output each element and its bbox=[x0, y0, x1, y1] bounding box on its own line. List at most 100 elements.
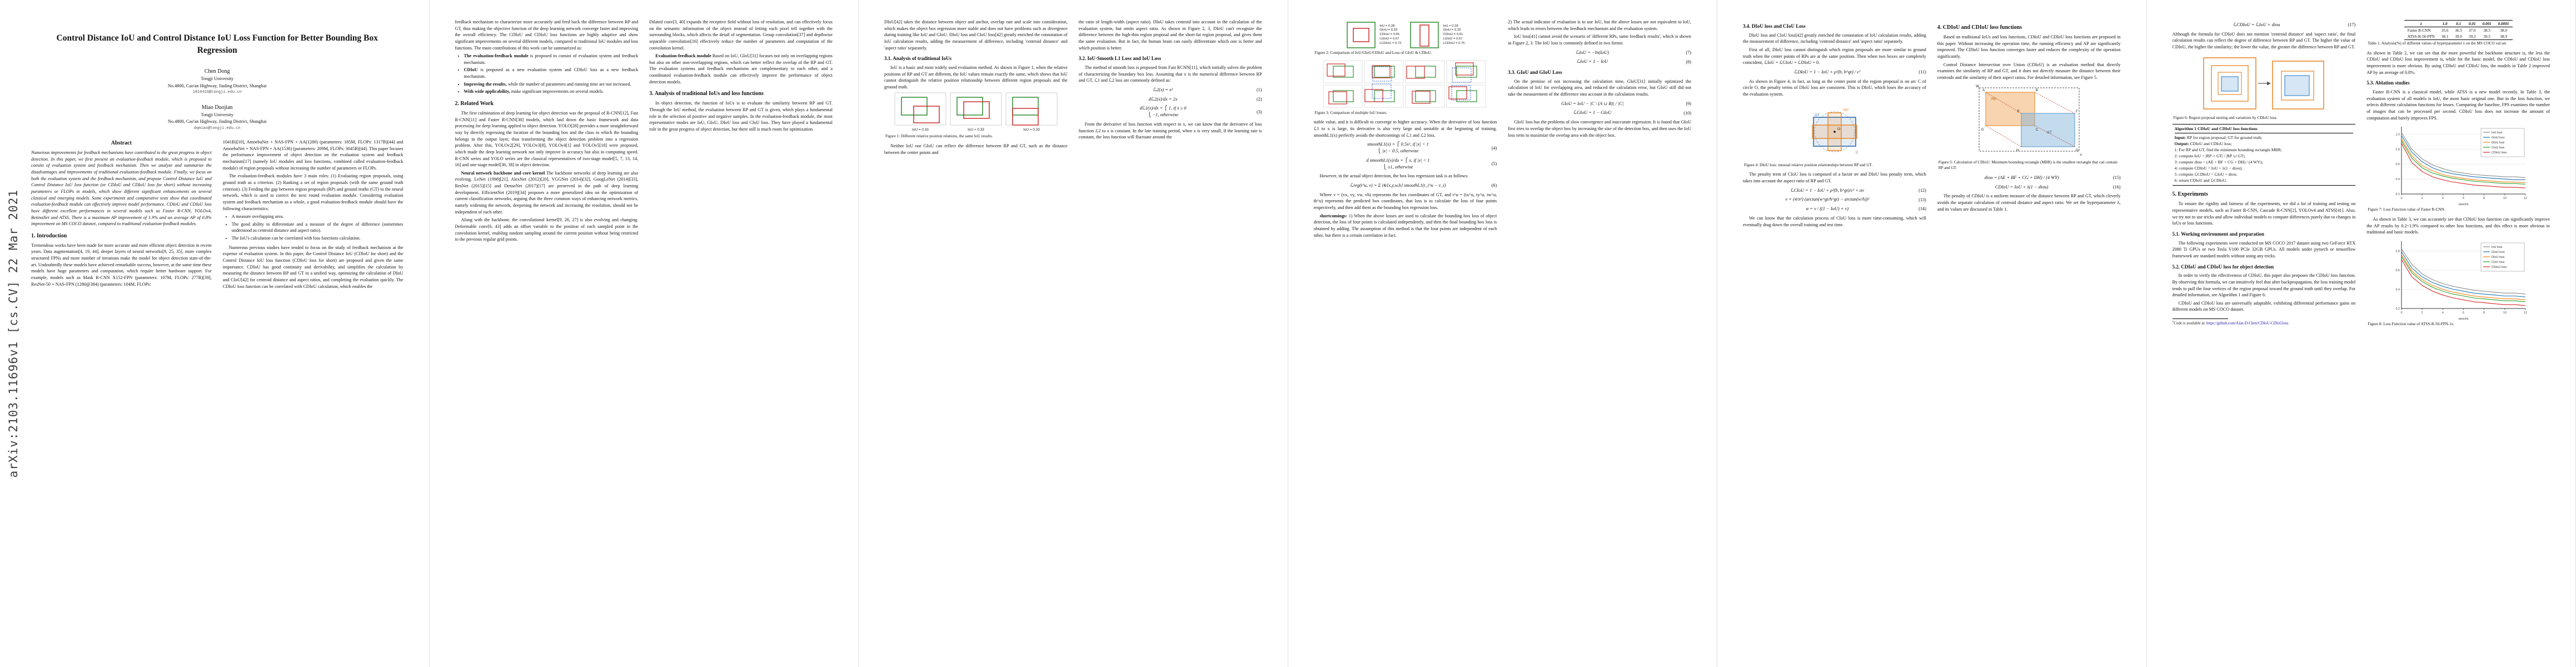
algorithm-box: Algorithm 1 CDIoU and CDIoU loss functio… bbox=[2172, 124, 2356, 186]
body-paragraph: Neural network backbone and core kernel … bbox=[455, 170, 639, 215]
page-3-columns: DIoU[42] takes the distance between obje… bbox=[884, 19, 1262, 157]
table-header-cell: 0.0001 bbox=[2494, 20, 2513, 27]
svg-text:GIoU loss: GIoU loss bbox=[2492, 136, 2505, 140]
equation-body: dℒ2(x)/dx = 2x bbox=[1148, 96, 1178, 102]
body-paragraph: DIoU[42] takes the distance between obje… bbox=[884, 19, 1068, 51]
svg-text:2: 2 bbox=[2421, 311, 2423, 315]
figure2-panel-svg bbox=[1410, 22, 1439, 48]
svg-text:12: 12 bbox=[2524, 197, 2527, 200]
figure2-value: LCDIoU = 0.72 bbox=[1379, 41, 1402, 45]
fig3: Figure 3: Comparison of multiple IoU los… bbox=[1314, 59, 1497, 116]
fig4-caption: Figure 4: DIoU loss: unusual relative po… bbox=[1744, 162, 1873, 167]
svg-text:epochs: epochs bbox=[2459, 203, 2469, 206]
bullet-lead: With wide applicability, bbox=[464, 89, 511, 94]
svg-text:IoU loss: IoU loss bbox=[2492, 131, 2503, 135]
body-paragraph: DIoU loss and CIoU loss[42] greatly enri… bbox=[1743, 32, 1926, 44]
footnote-marker: 1 bbox=[2172, 320, 2174, 324]
equation: ℒIoU = 1 − IoU(8) bbox=[1508, 58, 1691, 65]
subsection-heading: 3.2. IoU·Smooth L1 Loss and IoU Loss bbox=[1078, 56, 1162, 62]
svg-text:IoU = 0.33: IoU = 0.33 bbox=[912, 128, 929, 132]
page-6: ℒCDIoU = ℒIoU + diou(17)Although the for… bbox=[2146, 0, 2576, 667]
svg-text:6: 6 bbox=[2463, 197, 2464, 200]
algorithm-keyword: Output: bbox=[2174, 141, 2189, 147]
author-affiliation: Tongji University bbox=[201, 76, 234, 82]
equation: GIoU = IoU − |C \ (A ∪ B)| / |C|(9) bbox=[1508, 101, 1691, 107]
svg-text:IoU loss: IoU loss bbox=[2492, 246, 2503, 249]
bullet-lead: Improving the results, bbox=[464, 81, 508, 87]
equation: ℒCIoU = 1 − IoU + ρ²(b, b^gt)/c² + αv(12… bbox=[1743, 187, 1926, 194]
equation: dℒ1(x)/dx = ⎧ 1, if x ≥ 0 ⎩ −1, otherwis… bbox=[1079, 105, 1262, 118]
svg-text:O: O bbox=[1837, 127, 1840, 131]
svg-text:0.8: 0.8 bbox=[2396, 250, 2400, 253]
table-header-cell: 0.01 bbox=[2465, 20, 2479, 27]
body-paragraph: As shown in Table 2, we can see that the… bbox=[2366, 50, 2550, 75]
svg-text:W: W bbox=[1976, 84, 1980, 88]
svg-text:0.2: 0.2 bbox=[2396, 193, 2400, 196]
table-header-cell: 0.001 bbox=[2479, 20, 2495, 27]
table-cell: ATSS-R-50-FPN bbox=[2404, 33, 2438, 40]
svg-text:C: C bbox=[2036, 128, 2039, 132]
bullet-list: A measure overlapping area.The good abil… bbox=[223, 213, 403, 242]
arxiv-banner: arXiv:2103.11696v1 [cs.CV] 22 Mar 2021 bbox=[0, 0, 27, 667]
body-paragraph: Control Distance Intersection over Union… bbox=[1937, 62, 2121, 80]
svg-text:D: D bbox=[1981, 128, 1984, 132]
body-paragraph: As shown in Figure 4, in fact, as long a… bbox=[1743, 78, 1926, 97]
equation-body: ℒIoU = −ln(IoU) bbox=[1576, 49, 1609, 55]
table-cell: Faster R-CNN bbox=[2407, 28, 2431, 33]
body-paragraph: Although the formula for CDIoU does not … bbox=[2172, 31, 2356, 50]
algorithm-line: 2: compute IoU = |RP ∩ GT| / |RP ∪ GT|; bbox=[2174, 153, 2246, 159]
fig7-caption: Figure 7: Loss Function value of Faster … bbox=[2368, 207, 2445, 212]
author-email-link[interactable]: 1810416@tongji.edu.cn bbox=[192, 90, 242, 95]
author-name: Chen Dong bbox=[204, 68, 230, 75]
svg-text:2: 2 bbox=[2421, 197, 2423, 200]
svg-text:10: 10 bbox=[2503, 311, 2507, 315]
svg-text:0: 0 bbox=[2401, 311, 2403, 315]
fig5-caption: Figure 5: Calculation of CDIoU: Minimum … bbox=[1938, 160, 2117, 171]
equation: v = (4/π²) (arctan(w^gt/h^gt) − arctan(w… bbox=[1743, 196, 1926, 203]
table-cell: 36.5 bbox=[2455, 28, 2462, 33]
svg-text:0.2: 0.2 bbox=[2396, 307, 2400, 311]
equation-number: (10) bbox=[1683, 110, 1691, 116]
body-paragraph: Faster R-CNN is a classical model, while… bbox=[2366, 89, 2550, 121]
svg-text:C: C bbox=[1856, 151, 1858, 155]
page-1-column-right: 1041B)[10], AmoebaNet + NAS-FPN + AA(128… bbox=[223, 139, 403, 291]
table-cell: 38.9 bbox=[2494, 33, 2513, 40]
equation-number: (16) bbox=[2112, 185, 2121, 190]
table-header-cell: 1.0 bbox=[2438, 20, 2452, 27]
figure2-value: CDIoU = 0.61 bbox=[1443, 33, 1463, 37]
page-3-column-left: DIoU[42] takes the distance between obje… bbox=[884, 19, 1068, 157]
body-paragraph: Where v = (vx, vy, vw, vh) represents th… bbox=[1313, 192, 1497, 211]
algorithm-line: 6: return CDIoU and ℒCDIoU. bbox=[2174, 178, 2228, 183]
svg-text:0.4: 0.4 bbox=[2396, 288, 2400, 291]
svg-text:H: H bbox=[2016, 149, 2019, 152]
author-email-link[interactable]: dqmiao@tongji.edu.cn bbox=[193, 126, 241, 131]
body-paragraph: We can know that the calculation process… bbox=[1743, 215, 1926, 227]
svg-text:CDIoU loss: CDIoU loss bbox=[2492, 151, 2507, 155]
table-caption: Table 1: Analysis(%) of different values… bbox=[2368, 41, 2507, 46]
code-link[interactable]: https://github.com/Alan-D-Chen/CDIoU-CDI… bbox=[2206, 321, 2289, 326]
fig6-image bbox=[2173, 52, 2356, 115]
body-paragraph: Along with the backbone, the convolution… bbox=[455, 217, 639, 242]
equation-body: ℒDIoU = 1 − IoU + ρ²(b, b^gt) / c² bbox=[1794, 69, 1861, 74]
footnote-rule bbox=[2172, 318, 2228, 320]
body-paragraph: IoU loss[41] cannot avoid the scenario o… bbox=[1508, 34, 1691, 46]
svg-text:CIoU loss: CIoU loss bbox=[2492, 146, 2505, 150]
algorithm-line: Output: CDIoU and CDIoU loss; bbox=[2174, 141, 2232, 147]
arxiv-banner-text: arXiv:2103.11696v1 [cs.CV] 22 Mar 2021 bbox=[7, 189, 20, 478]
body-paragraph: 2) The actual indicator of evaluation is… bbox=[1508, 19, 1691, 31]
fig3-caption: Figure 3: Comparison of multiple IoU los… bbox=[1314, 110, 1387, 115]
equation: ℒDIoU = 1 − IoU + ρ²(b, b^gt) / c²(11) bbox=[1743, 69, 1926, 76]
svg-text:0.6: 0.6 bbox=[2396, 269, 2400, 272]
svg-text:GT: GT bbox=[1815, 113, 1820, 117]
